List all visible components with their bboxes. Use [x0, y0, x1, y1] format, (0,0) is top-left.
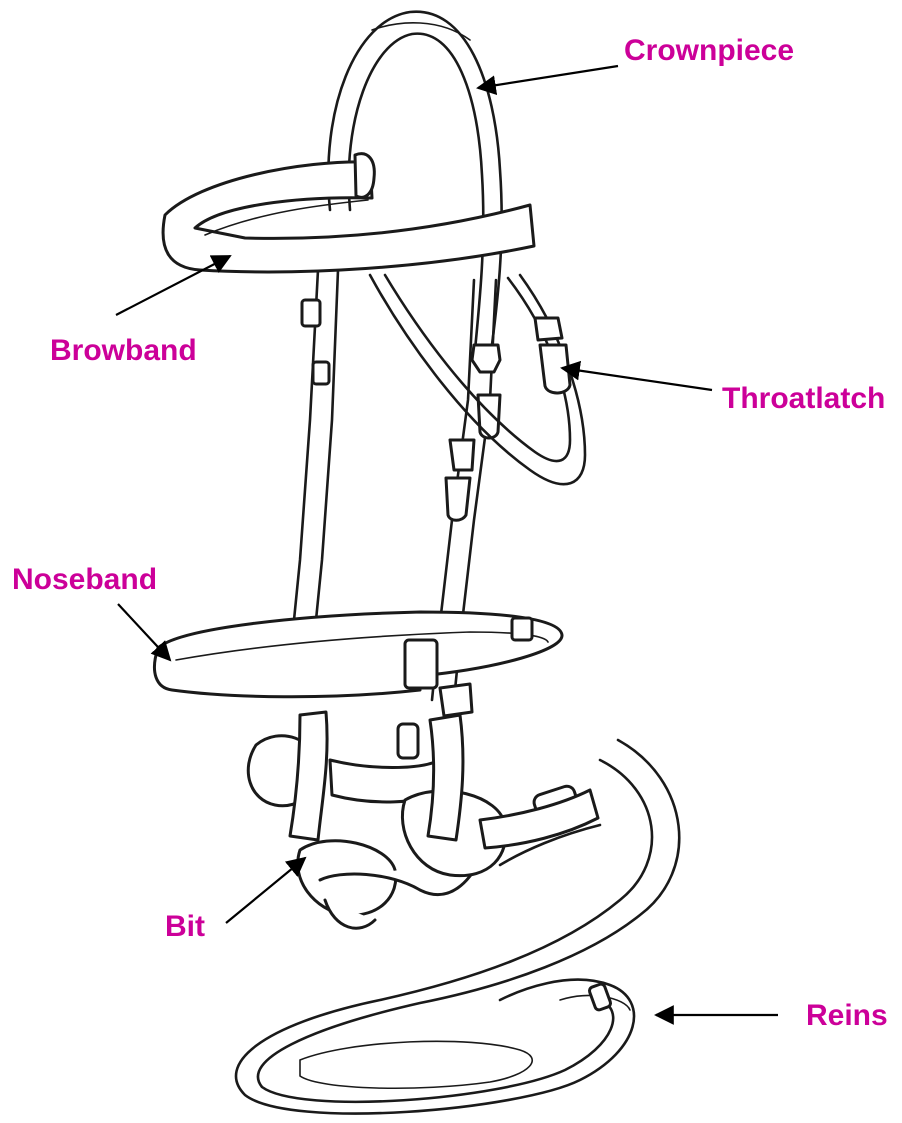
- label-throatlatch: Throatlatch: [722, 384, 885, 414]
- label-bit: Bit: [165, 912, 205, 942]
- browband-drawing: [163, 154, 534, 272]
- label-noseband: Noseband: [12, 565, 157, 595]
- arrow-bit: [226, 858, 305, 923]
- arrow-throatlatch: [562, 368, 712, 390]
- arrow-crownpiece: [478, 66, 618, 88]
- noseband-drawing: [154, 612, 562, 697]
- label-browband: Browband: [50, 336, 197, 366]
- throatlatch-drawing: [370, 275, 585, 484]
- label-reins: Reins: [806, 1001, 888, 1031]
- arrow-browband: [116, 256, 230, 315]
- label-crownpiece: Crownpiece: [624, 36, 794, 66]
- arrow-noseband: [118, 604, 170, 660]
- bit-drawing: [248, 684, 598, 928]
